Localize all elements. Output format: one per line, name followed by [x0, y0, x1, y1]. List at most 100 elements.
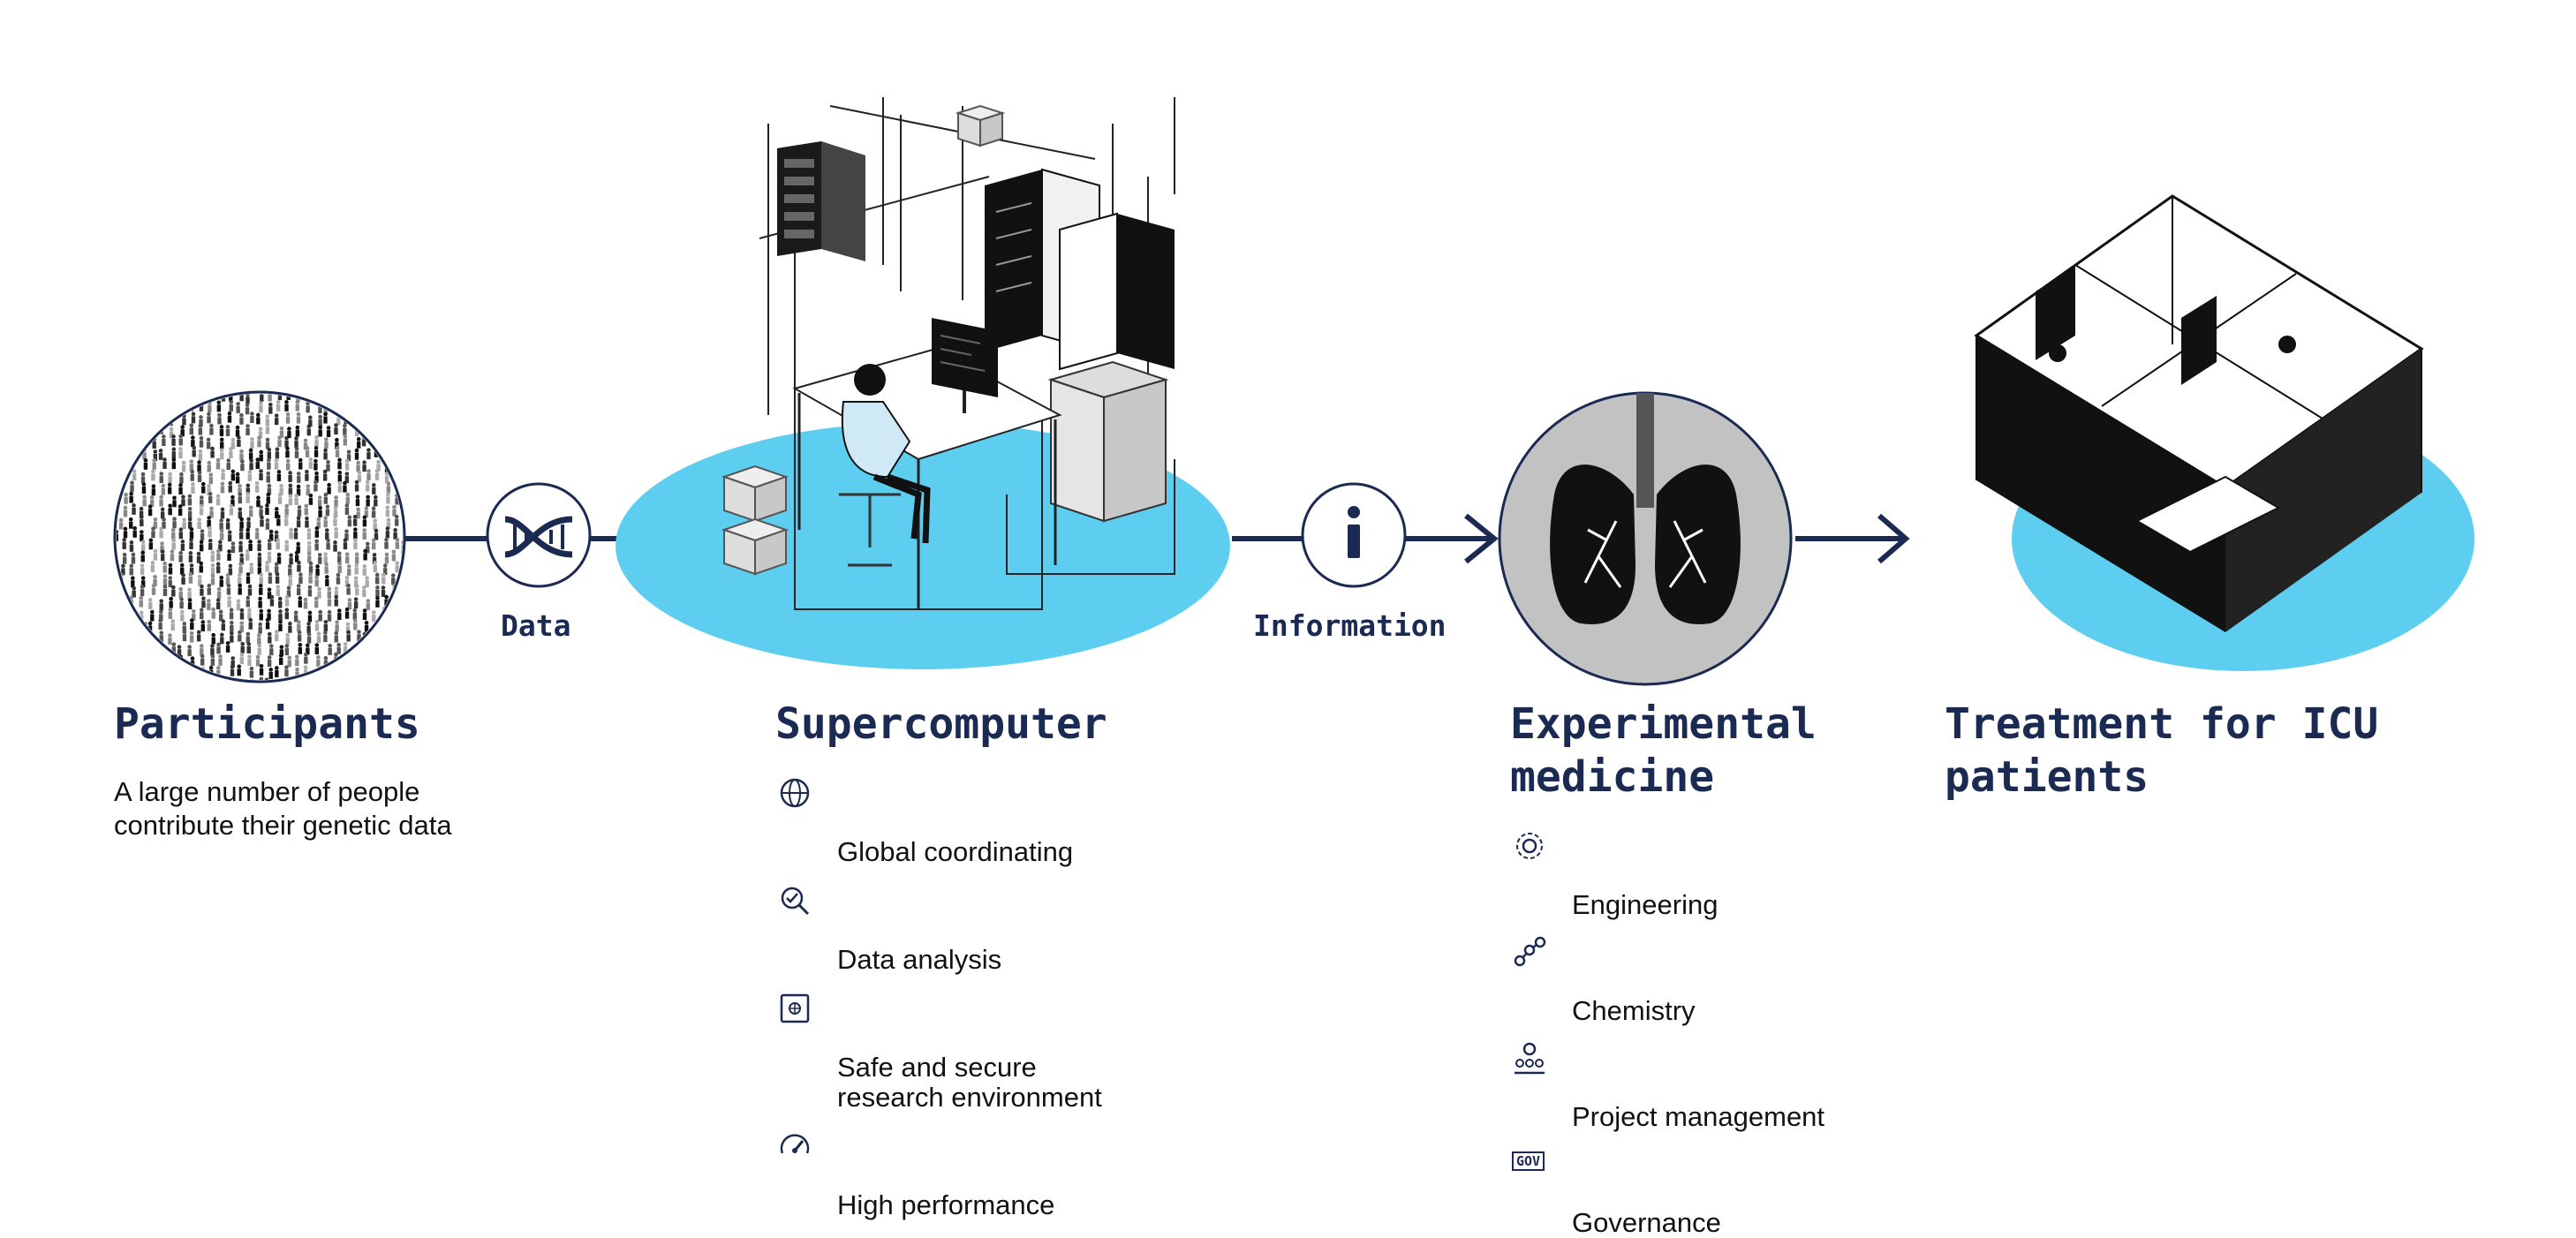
crowd-person-body [140, 589, 145, 597]
crowd-person-head [381, 572, 386, 577]
crowd-person-body [249, 463, 253, 471]
crowd-person-body [189, 542, 193, 550]
crowd-person-head [412, 561, 416, 565]
crowd-person-body [327, 591, 331, 599]
crowd-person-head [161, 676, 166, 680]
crowd-person-head [129, 563, 134, 569]
crowd-person-body [278, 600, 283, 608]
crowd-person-head [371, 506, 376, 511]
gov-icon: GOV [1512, 1151, 1545, 1171]
crowd-person-head [139, 595, 144, 600]
crowd-person-body [249, 670, 254, 678]
crowd-person-head [267, 447, 272, 452]
crowd-person-head [191, 411, 196, 417]
crowd-person-body [110, 682, 114, 689]
crowd-person-body [284, 440, 289, 448]
crowd-person-head [122, 552, 127, 557]
crowd-person-head [314, 619, 320, 624]
crowd-person-body [337, 462, 342, 470]
crowd-person-body [346, 634, 351, 642]
crowd-person-body [288, 625, 292, 633]
crowd-person-head [356, 507, 360, 512]
crowd-person-head [180, 540, 185, 544]
crowd-person-body [151, 394, 156, 400]
crowd-person-body [314, 623, 320, 631]
crowd-person-body [316, 636, 321, 644]
crowd-person-head [140, 563, 145, 568]
crowd-person-head [182, 622, 187, 626]
crowd-person-body [306, 545, 312, 553]
crowd-person-body [352, 669, 358, 677]
crowd-person-head [123, 526, 128, 532]
crowd-person-body [219, 428, 224, 436]
crowd-person-body [218, 614, 223, 622]
crowd-person-head [414, 413, 419, 418]
crowd-person-body [227, 534, 232, 542]
crowd-person-body [259, 577, 263, 585]
crowd-person-head [189, 667, 194, 672]
crowd-person-body [305, 473, 309, 481]
crowd-person-head [305, 516, 309, 521]
crowd-person-body [131, 442, 135, 449]
crowd-person-head [362, 460, 366, 464]
crowd-person-body [179, 476, 184, 484]
crowd-person-head [384, 594, 389, 600]
crowd-person-head [131, 552, 136, 557]
crowd-person-head [132, 411, 137, 417]
crowd-person-body [247, 659, 252, 667]
crowd-person-body [353, 580, 359, 588]
crowd-person-body [199, 404, 204, 411]
crowd-person-head [375, 630, 381, 634]
crowd-person-body [345, 496, 350, 504]
crowd-person-head [403, 425, 407, 429]
crowd-person-head [314, 575, 319, 580]
crowd-person-body [215, 498, 221, 506]
crowd-person-head [153, 424, 157, 429]
crowd-person-head [337, 665, 343, 670]
crowd-person-head [344, 404, 350, 409]
crowd-person-body [171, 542, 176, 550]
crowd-person-body [140, 568, 145, 576]
crowd-person-body [131, 580, 135, 588]
crowd-person-body [124, 496, 128, 504]
crowd-person-body [343, 645, 348, 653]
crowd-person-body [405, 589, 409, 596]
crowd-person-body [140, 555, 145, 562]
crowd-person-body [259, 613, 263, 621]
crowd-person-head [318, 506, 322, 510]
crowd-person-head [228, 480, 233, 486]
crowd-person-head [215, 494, 221, 499]
crowd-person-body [178, 438, 183, 446]
crowd-person-head [267, 483, 272, 488]
crowd-person-body [153, 553, 158, 561]
crowd-person-body [260, 394, 264, 402]
crowd-person-body [148, 671, 154, 679]
crowd-person-body [219, 579, 223, 587]
crowd-person-body [191, 440, 195, 448]
crowd-person-head [401, 630, 403, 636]
crowd-person-head [198, 423, 203, 428]
crowd-person-body [405, 519, 409, 526]
crowd-person-head [172, 517, 177, 522]
crowd-person-head [150, 561, 155, 565]
crowd-person-head [414, 549, 419, 554]
crowd-person-head [326, 538, 330, 543]
crowd-person-head [112, 484, 117, 488]
crowd-person-head [306, 484, 311, 488]
crowd-person-head [314, 446, 319, 450]
crowd-person-body [267, 542, 272, 550]
crowd-person-body [249, 510, 253, 517]
crowd-person-head [162, 434, 166, 439]
dna-icon [486, 482, 592, 588]
crowd-person-head [296, 541, 300, 547]
crowd-person-body [289, 557, 293, 565]
crowd-person-body [121, 404, 126, 412]
crowd-person-head [324, 528, 329, 532]
crowd-person-head [181, 460, 186, 465]
crowd-person-body [315, 394, 321, 402]
crowd-person-head [279, 483, 283, 488]
crowd-person-head [412, 404, 417, 408]
crowd-person-head [111, 623, 116, 627]
crowd-person-head [259, 572, 263, 577]
crowd-person-body [216, 404, 222, 412]
